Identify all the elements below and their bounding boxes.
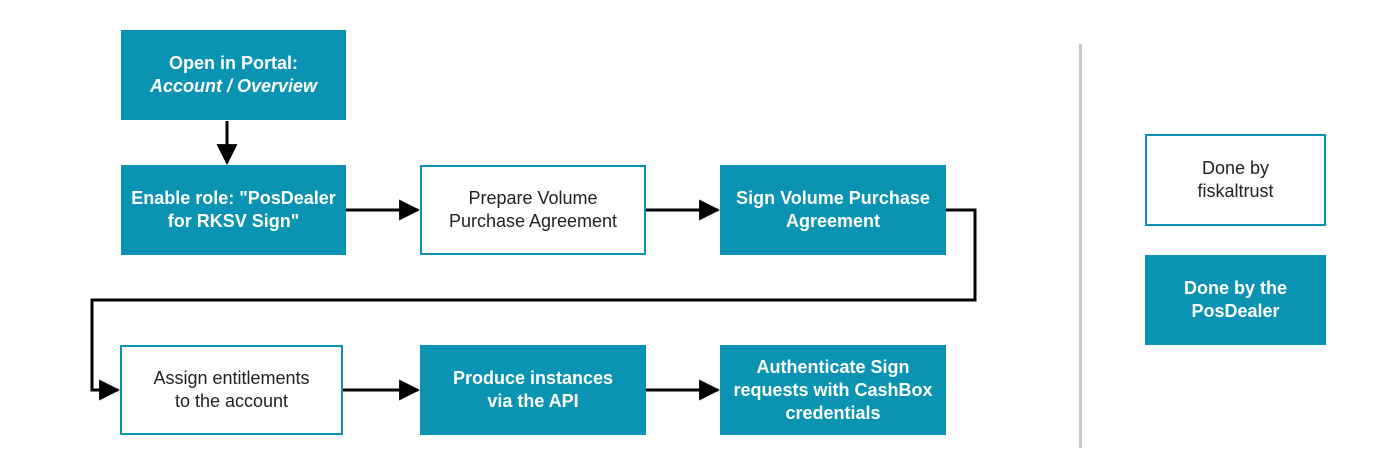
step-assign-entitlements: Assign entitlements to the account bbox=[120, 345, 343, 435]
step-authenticate-sign: Authenticate Sign requests with CashBox … bbox=[720, 345, 946, 435]
arrow-sign-to-assign bbox=[90, 208, 977, 401]
step-produce-instances: Produce instances via the API bbox=[420, 345, 646, 435]
step-produce-instances-line1: Produce instances bbox=[452, 368, 614, 388]
step-open-portal-line2: Account / Overview bbox=[149, 76, 318, 96]
legend-fiskaltrust: Done by fiskaltrust bbox=[1145, 134, 1326, 226]
step-authenticate-sign-line2: requests with CashBox bbox=[733, 379, 933, 400]
step-sign-vpa-line1: Sign Volume Purchase bbox=[736, 188, 930, 208]
step-enable-role: Enable role: "PosDealer for RKSV Sign" bbox=[121, 165, 346, 255]
step-open-portal-line1: Open in Portal: bbox=[168, 53, 298, 73]
step-produce-instances-line2: via the API bbox=[487, 391, 579, 411]
step-open-portal: Open in Portal: Account / Overview bbox=[121, 30, 346, 120]
step-authenticate-sign-line3: credentials bbox=[785, 402, 881, 423]
step-assign-entitlements-line1: Assign entitlements bbox=[153, 368, 310, 388]
step-prepare-vpa-line1: Prepare Volume bbox=[468, 188, 598, 208]
step-enable-role-line2: for RKSV Sign" bbox=[167, 211, 300, 231]
step-prepare-vpa-line2: Purchase Agreement bbox=[448, 211, 618, 231]
legend-posdealer-line2: PosDealer bbox=[1191, 301, 1280, 321]
legend-posdealer-line1: Done by the bbox=[1183, 278, 1287, 298]
legend-divider bbox=[1079, 44, 1082, 448]
step-authenticate-sign-line1: Authenticate Sign bbox=[756, 356, 910, 377]
legend-fiskaltrust-line1: Done by bbox=[1201, 158, 1270, 178]
step-sign-vpa-line2: Agreement bbox=[785, 211, 881, 231]
legend-posdealer: Done by the PosDealer bbox=[1145, 255, 1326, 345]
step-prepare-vpa: Prepare Volume Purchase Agreement bbox=[420, 165, 646, 255]
step-enable-role-line1: Enable role: "PosDealer bbox=[131, 188, 336, 208]
legend-fiskaltrust-line2: fiskaltrust bbox=[1197, 181, 1274, 201]
step-assign-entitlements-line2: to the account bbox=[174, 391, 289, 411]
step-sign-vpa: Sign Volume Purchase Agreement bbox=[720, 165, 946, 255]
